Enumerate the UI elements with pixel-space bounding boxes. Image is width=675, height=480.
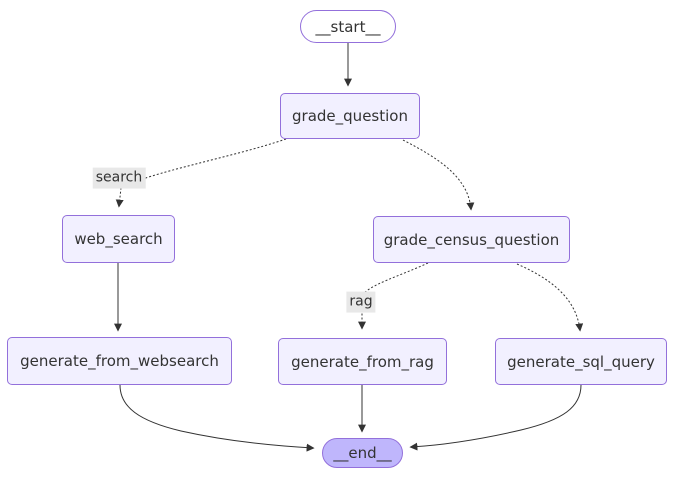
edge-label-rag: rag <box>346 291 376 313</box>
node-grade-question: grade_question <box>280 93 420 139</box>
node-generate-sql-query-label: generate_sql_query <box>507 352 655 371</box>
node-grade-question-label: grade_question <box>292 107 408 125</box>
node-grade-census-question-label: grade_census_question <box>383 230 560 249</box>
edge-grade-question-to-grade-census-question <box>402 139 475 211</box>
edge-grade-census-question-to-generate-from-rag <box>358 262 429 330</box>
node-generate-from-websearch-label: generate_from_websearch <box>20 352 219 370</box>
node-generate-from-rag-label: generate_from_rag <box>291 352 434 371</box>
edge-label-search: search <box>92 167 146 189</box>
node-end-label: __end__ <box>333 444 392 462</box>
edge-generate-sql-query-to-end <box>409 384 582 451</box>
node-generate-from-rag: generate_from_rag <box>278 338 447 385</box>
node-start-label: __start__ <box>315 17 381 36</box>
edge-generate-from-websearch-to-end <box>119 384 315 452</box>
node-generate-from-websearch: generate_from_websearch <box>7 337 232 385</box>
node-start: __start__ <box>300 10 396 43</box>
node-web-search-label: web_search <box>74 230 163 248</box>
node-web-search: web_search <box>62 215 175 263</box>
node-end: __end__ <box>322 438 403 468</box>
edge-grade-census-question-to-generate-sql-query <box>516 263 584 332</box>
node-generate-sql-query: generate_sql_query <box>495 338 667 385</box>
node-grade-census-question: grade_census_question <box>373 216 570 263</box>
